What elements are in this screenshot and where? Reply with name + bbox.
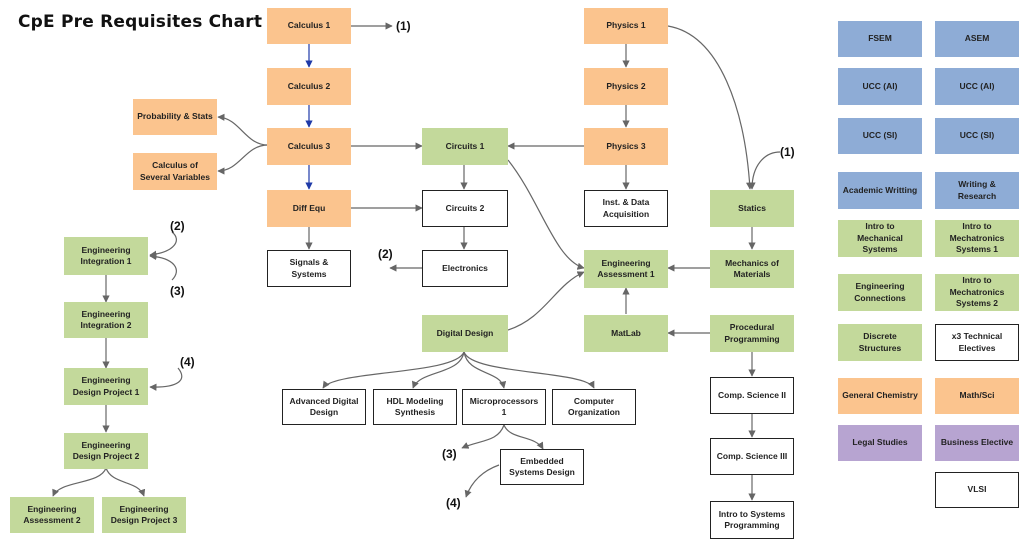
arrow-ref3-engint1 <box>149 252 177 281</box>
node-signals-systems: Signals & Systems <box>267 250 351 287</box>
legend-ucc-ai-2: UCC (AI) <box>935 68 1019 105</box>
arrow-phys1-statics <box>667 25 754 190</box>
legend-ucc-si-2: UCC (SI) <box>935 118 1019 154</box>
ref-marker-2-electronics: (2) <box>378 247 393 261</box>
node-calculus-1: Calculus 1 <box>267 8 351 44</box>
legend-discrete-structures: Discrete Structures <box>838 324 922 361</box>
node-physics-1: Physics 1 <box>584 8 668 44</box>
legend-intro-mechanical-systems: Intro to Mechanical Systems <box>838 220 922 257</box>
legend-technical-electives: x3 Technical Electives <box>935 324 1019 361</box>
ref-marker-4-embedded: (4) <box>446 496 461 510</box>
node-comp-science-3: Comp. Science III <box>710 438 794 475</box>
arrow-digital-engassess1 <box>507 271 585 331</box>
arrow-engdes2-engassess2 <box>52 467 107 497</box>
legend-ucc-ai-1: UCC (AI) <box>838 68 922 105</box>
ref-marker-3-micro: (3) <box>442 447 457 461</box>
node-engineering-design-project-1: Engineering Design Project 1 <box>64 368 148 405</box>
node-physics-2: Physics 2 <box>584 68 668 105</box>
node-engineering-design-project-2: Engineering Design Project 2 <box>64 433 148 469</box>
arrow-ref1-statics <box>748 151 781 190</box>
arrow-circ1-engassess1 <box>507 159 585 270</box>
node-comp-science-2: Comp. Science II <box>710 377 794 414</box>
node-engineering-assessment-2: Engineering Assessment 2 <box>10 497 94 533</box>
arrow-calc3-probstats <box>217 113 269 146</box>
arrow-ref4-engdes1 <box>149 367 183 391</box>
arrow-digital-micro1 <box>463 351 507 389</box>
node-circuits-1: Circuits 1 <box>422 128 508 165</box>
legend-academic-writing: Academic Writting <box>838 172 922 209</box>
chart-title: CpE Pre Requisites Chart <box>18 12 263 32</box>
node-engineering-integration-1: Engineering Integration 1 <box>64 237 148 275</box>
node-calculus-several-variables: Calculus of Several Variables <box>133 153 217 190</box>
ref-marker-4-design: (4) <box>180 355 195 369</box>
arrow-calc3-calcsev <box>217 144 269 175</box>
legend-vlsi: VLSI <box>935 472 1019 508</box>
node-intro-systems-programming: Intro to Systems Programming <box>710 501 794 539</box>
arrow-micro1-embedded <box>503 424 544 450</box>
node-probability-stats: Probability & Stats <box>133 99 217 135</box>
legend-math-sci: Math/Sci <box>935 378 1019 414</box>
legend-general-chemistry: General Chemistry <box>838 378 922 414</box>
node-electronics: Electronics <box>422 250 508 287</box>
node-diff-equ: Diff Equ <box>267 190 351 227</box>
arrow-ref2-engint1 <box>149 231 177 258</box>
node-digital-design: Digital Design <box>422 315 508 352</box>
node-hdl-modeling-synthesis: HDL Modeling Synthesis <box>373 389 457 425</box>
node-calculus-2: Calculus 2 <box>267 68 351 105</box>
node-microprocessors-1: Microprocessors 1 <box>462 389 546 425</box>
legend-legal-studies: Legal Studies <box>838 425 922 461</box>
ref-marker-1-statics: (1) <box>780 145 795 159</box>
node-inst-data-acquisition: Inst. & Data Acquisition <box>584 190 668 227</box>
node-engineering-design-project-3: Engineering Design Project 3 <box>102 497 186 533</box>
node-engineering-assessment-1: Engineering Assessment 1 <box>584 250 668 288</box>
node-advanced-digital-design: Advanced Digital Design <box>282 389 366 425</box>
legend-ucc-si-1: UCC (SI) <box>838 118 922 154</box>
legend-business-elective: Business Elective <box>935 425 1019 461</box>
arrow-embedded-ref4 <box>464 464 500 498</box>
node-mechanics-of-materials: Mechanics of Materials <box>710 250 794 288</box>
legend-asem: ASEM <box>935 21 1019 57</box>
ref-marker-2-integration: (2) <box>170 219 185 233</box>
ref-marker-3-integration: (3) <box>170 284 185 298</box>
legend-writing-research: Writing & Research <box>935 172 1019 209</box>
arrow-digital-advdig <box>322 351 465 389</box>
node-computer-organization: Computer Organization <box>552 389 636 425</box>
node-physics-3: Physics 3 <box>584 128 668 165</box>
arrow-micro1-ref3 <box>461 424 505 449</box>
arrow-digital-hdl <box>412 351 465 389</box>
node-calculus-3: Calculus 3 <box>267 128 351 165</box>
arrow-engdes2-engdes3 <box>105 467 146 497</box>
legend-engineering-connections: Engineering Connections <box>838 274 922 311</box>
node-engineering-integration-2: Engineering Integration 2 <box>64 302 148 338</box>
legend-intro-mechatronics-1: Intro to Mechatronics Systems 1 <box>935 220 1019 257</box>
node-embedded-systems-design: Embedded Systems Design <box>500 449 584 485</box>
node-procedural-programming: Procedural Programming <box>710 315 794 352</box>
arrow-digital-comporg <box>463 351 595 389</box>
node-statics: Statics <box>710 190 794 227</box>
legend-intro-mechatronics-2: Intro to Mechatronics Systems 2 <box>935 274 1019 311</box>
node-circuits-2: Circuits 2 <box>422 190 508 227</box>
ref-marker-1-calculus: (1) <box>396 19 411 33</box>
node-matlab: MatLab <box>584 315 668 352</box>
legend-fsem: FSEM <box>838 21 922 57</box>
